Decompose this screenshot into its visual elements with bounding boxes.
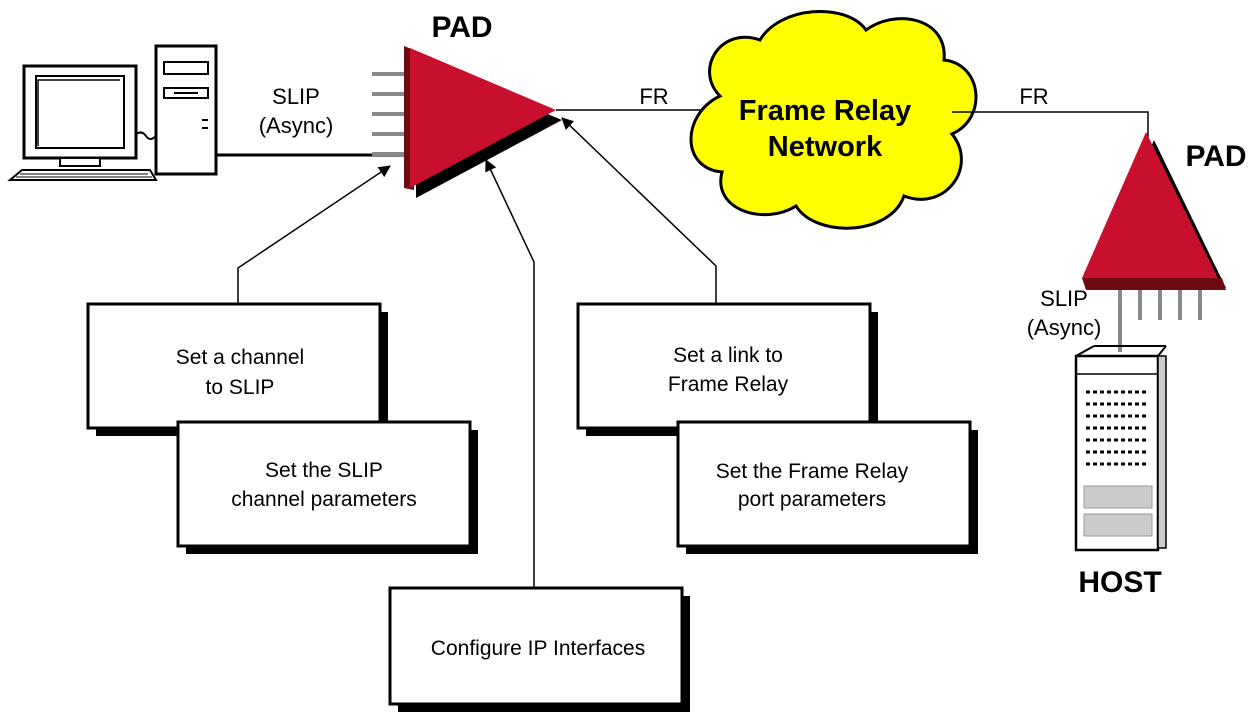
- cloud-label-line1: Frame Relay: [739, 95, 912, 127]
- async-label-right: (Async): [1027, 315, 1102, 340]
- box-set-link-line2: Frame Relay: [668, 373, 789, 396]
- workstation-icon: [7, 44, 218, 181]
- box-set-channel: Set a channel to SLIP: [86, 302, 388, 436]
- box-set-link-line1: Set a link to: [673, 344, 783, 367]
- cloud-label-line2: Network: [768, 131, 883, 163]
- box-configure-ip-line1: Configure IP Interfaces: [431, 637, 645, 660]
- box-set-link: Set a link to Frame Relay: [576, 302, 878, 436]
- box-set-channel-line1: Set a channel: [176, 346, 304, 369]
- slip-label-left: SLIP: [272, 84, 320, 109]
- arrow-channel-to-pad: [237, 165, 391, 306]
- box-slip-params: Set the SLIP channel parameters: [176, 420, 478, 554]
- right-pad-icon: [1082, 132, 1226, 352]
- box-fr-params-line2: port parameters: [738, 488, 886, 511]
- box-configure-ip: Configure IP Interfaces: [388, 586, 690, 712]
- box-fr-params: Set the Frame Relay port parameters: [676, 420, 978, 554]
- fr-line-right: [952, 111, 1149, 140]
- left-pad-icon: [372, 46, 562, 198]
- arrow-ip-to-pad: [485, 159, 535, 588]
- arrow-link-to-pad: [561, 117, 717, 306]
- box-fr-params-line1: Set the Frame Relay: [716, 460, 909, 483]
- fr-label-right: FR: [1019, 84, 1048, 109]
- right-pad-label: PAD: [1185, 140, 1246, 173]
- box-set-channel-line2: to SLIP: [206, 376, 275, 399]
- box-slip-params-line1: Set the SLIP: [265, 459, 383, 482]
- box-slip-params-line2: channel parameters: [231, 488, 417, 511]
- host-label: HOST: [1078, 566, 1161, 599]
- fr-label-left: FR: [639, 84, 668, 109]
- async-label-left: (Async): [259, 113, 334, 138]
- host-server-icon: [1074, 345, 1167, 552]
- frame-relay-cloud: [689, 10, 978, 230]
- left-pad-label: PAD: [431, 11, 492, 44]
- slip-label-right: SLIP: [1040, 286, 1088, 311]
